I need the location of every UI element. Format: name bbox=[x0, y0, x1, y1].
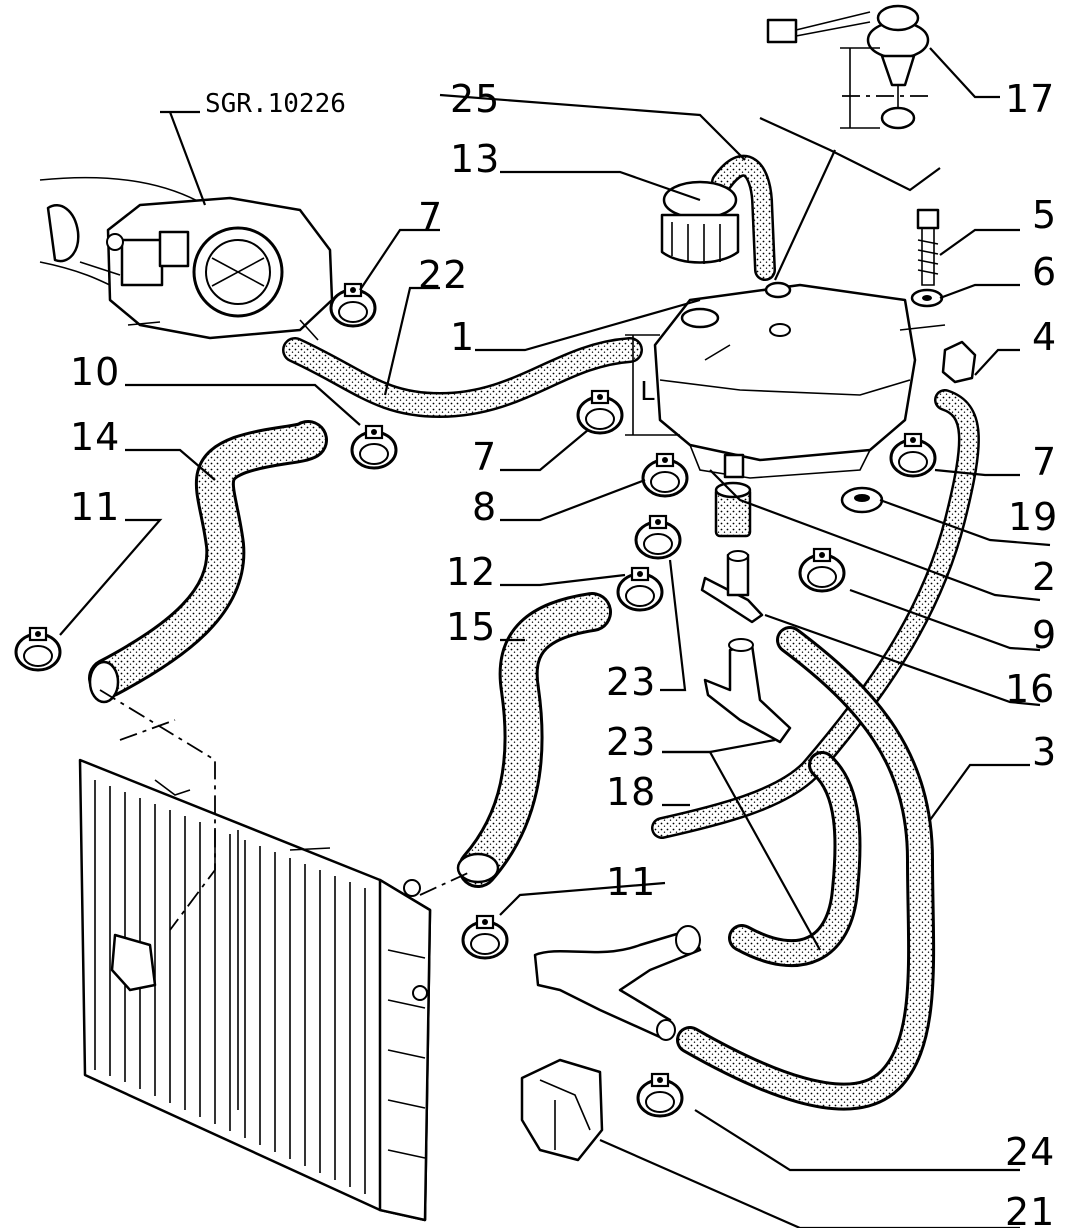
clamp-24 bbox=[636, 1072, 684, 1118]
label-16: 16 bbox=[1005, 667, 1055, 711]
clamp-8 bbox=[641, 452, 689, 498]
label-7b: 7 bbox=[472, 435, 497, 479]
throttle-body bbox=[39, 176, 334, 341]
label-12: 12 bbox=[446, 550, 496, 594]
clamp-7c bbox=[889, 432, 937, 478]
washer bbox=[910, 288, 944, 308]
assembly-line-top bbox=[119, 719, 176, 741]
label-13: 13 bbox=[450, 137, 500, 181]
clamp-11a bbox=[14, 626, 62, 672]
screw bbox=[916, 208, 940, 286]
label-25: 25 bbox=[450, 77, 500, 121]
label-4: 4 bbox=[1032, 315, 1057, 359]
label-8: 8 bbox=[472, 485, 497, 529]
label-6: 6 bbox=[1032, 250, 1057, 294]
short-hose bbox=[714, 481, 752, 538]
clamp-7b bbox=[576, 389, 624, 435]
label-11b: 11 bbox=[606, 860, 656, 904]
t-fitting-16 bbox=[700, 550, 764, 624]
tank-dimension-l: L bbox=[625, 334, 680, 436]
clamp-7a bbox=[329, 282, 377, 328]
label-2: 2 bbox=[1032, 555, 1057, 599]
label-15: 15 bbox=[446, 605, 496, 649]
reference-code: SGR.10226 bbox=[205, 89, 346, 119]
hose-14 bbox=[88, 420, 328, 704]
label-1: 1 bbox=[450, 315, 475, 359]
label-23: 23 bbox=[606, 720, 656, 764]
label-24: 24 bbox=[1005, 1130, 1055, 1174]
label-5: 5 bbox=[1032, 193, 1057, 237]
bracket-21 bbox=[520, 1058, 604, 1162]
assembly-line-left bbox=[99, 689, 216, 931]
callout-labels: SGR.10226 25 13 7 22 1 10 14 11 7 8 12 1… bbox=[70, 77, 1058, 1228]
label-14: 14 bbox=[70, 415, 120, 459]
clamp-9 bbox=[798, 547, 846, 593]
expansion-tank bbox=[653, 281, 946, 479]
label-3: 3 bbox=[1032, 730, 1057, 774]
hose-23 bbox=[728, 751, 862, 967]
hose-3 bbox=[676, 626, 936, 1111]
hose-18 bbox=[651, 389, 980, 839]
clamp-10 bbox=[350, 424, 398, 470]
label-22: 23 bbox=[606, 660, 656, 704]
label-11a: 11 bbox=[70, 485, 120, 529]
label-21: 21 bbox=[1005, 1190, 1055, 1228]
filler-cap bbox=[660, 180, 740, 264]
leader-lines bbox=[59, 47, 1051, 1228]
dimension-mark: L bbox=[640, 377, 656, 407]
radiator bbox=[78, 758, 432, 1222]
hose-15 bbox=[456, 592, 612, 888]
bracket-4 bbox=[941, 340, 977, 384]
assembly-line-right bbox=[419, 871, 471, 896]
grommet bbox=[840, 486, 884, 514]
label-10: 10 bbox=[70, 350, 120, 394]
label-7a: 7 bbox=[418, 195, 443, 239]
metal-pipe bbox=[533, 925, 702, 1041]
label-9: 9 bbox=[1032, 613, 1057, 657]
label-17: 17 bbox=[1005, 77, 1055, 121]
label-19: 19 bbox=[1008, 495, 1058, 539]
t-fitting-23 bbox=[703, 638, 792, 744]
label-7c: 7 bbox=[1032, 440, 1057, 484]
hose-25 bbox=[711, 154, 776, 281]
label-18: 18 bbox=[606, 770, 656, 814]
level-sensor bbox=[766, 4, 930, 130]
clamp-11b bbox=[461, 914, 509, 960]
label-20: 22 bbox=[418, 253, 468, 297]
hose-20 bbox=[282, 337, 643, 418]
clamp-22 bbox=[634, 514, 682, 560]
